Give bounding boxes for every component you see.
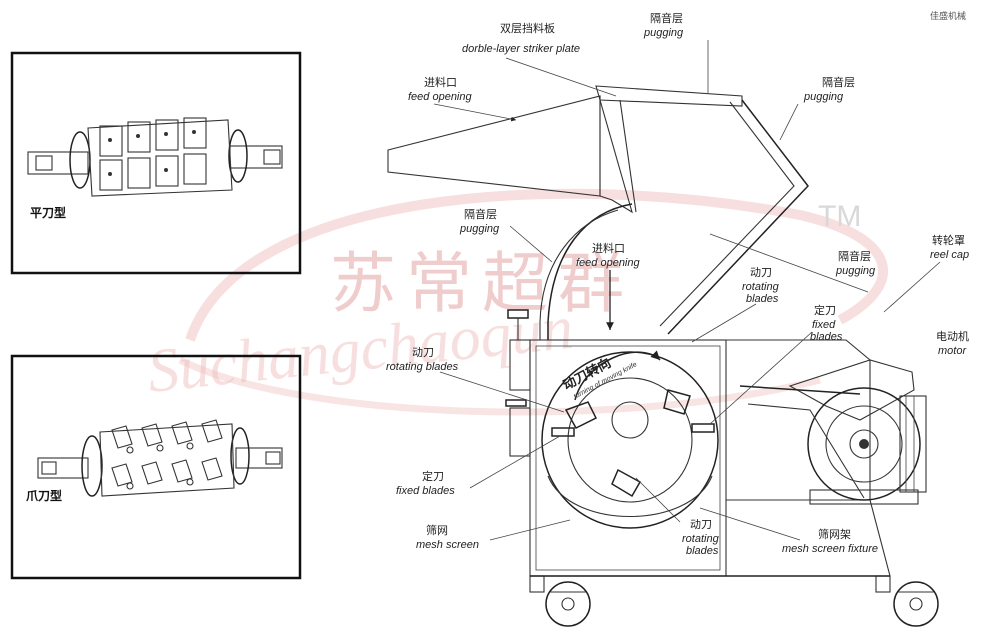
label-rot-right-en1: rotating <box>742 281 780 293</box>
label-rot-right-en2: blades <box>746 293 779 305</box>
label-fixed-right-en1: fixed <box>812 319 836 331</box>
label-feed2-cn: 进料口 <box>592 241 625 255</box>
label-pugging-mid-cn: 隔音层 <box>838 249 871 263</box>
label-rot-left-en: rotating blades <box>386 361 459 373</box>
label-motor-en: motor <box>938 345 967 357</box>
crusher-machine <box>387 85 939 627</box>
label-mesh-en: mesh screen <box>416 539 479 551</box>
callout-labels: 双层挡料板 dorble-layer striker plate 隔音层 pug… <box>386 11 969 557</box>
label-pugging-top-en: pugging <box>643 27 684 39</box>
corner-company-text: 佳盛机械 <box>930 10 966 22</box>
watermark-tm: TM <box>818 200 861 233</box>
label-fixture-en: mesh screen fixture <box>782 543 878 555</box>
label-striker-en: dorble-layer striker plate <box>462 43 580 55</box>
label-motor-cn: 电动机 <box>936 329 969 343</box>
label-pugging-mid-en: pugging <box>835 265 876 277</box>
cutter-claw-label: 爪刀型 <box>26 488 62 503</box>
label-feed1-cn: 进料口 <box>424 75 457 89</box>
label-feed1-en: feed opening <box>408 91 472 103</box>
label-feed2-en: feed opening <box>576 257 640 269</box>
label-pugging-right-en: pugging <box>803 91 844 103</box>
label-rot-right-cn: 动刀 <box>750 266 772 279</box>
label-fixed-right-en2: blades <box>810 331 843 343</box>
label-reel-cn: 转轮罩 <box>932 233 965 247</box>
label-reel-en: reel cap <box>930 249 969 261</box>
label-pugging-top-cn: 隔音层 <box>650 11 683 25</box>
label-rot-bottom-en2: blades <box>686 545 719 557</box>
label-pugging-left-en: pugging <box>459 223 500 235</box>
watermark-cn: 苏常超群 <box>330 245 634 322</box>
label-fixed-left-en: fixed blades <box>396 485 455 497</box>
label-rot-bottom-en1: rotating <box>682 533 720 545</box>
label-fixed-left-cn: 定刀 <box>422 469 444 483</box>
leader-lines <box>433 40 941 541</box>
label-rot-left-cn: 动刀 <box>412 346 434 359</box>
label-fixture-cn: 筛网架 <box>818 527 851 541</box>
cutter-claw-panel: 爪刀型 <box>10 354 302 580</box>
label-rot-bottom-cn: 动刀 <box>690 518 712 531</box>
cutter-flat-panel: 平刀型 <box>10 51 302 275</box>
label-pugging-right-cn: 隔音层 <box>822 75 855 89</box>
label-fixed-right-cn: 定刀 <box>814 303 836 317</box>
label-mesh-cn: 筛网 <box>426 523 448 537</box>
label-pugging-left-cn: 隔音层 <box>464 207 497 221</box>
cutter-flat-label: 平刀型 <box>30 205 66 220</box>
label-striker-cn: 双层挡料板 <box>500 21 555 35</box>
